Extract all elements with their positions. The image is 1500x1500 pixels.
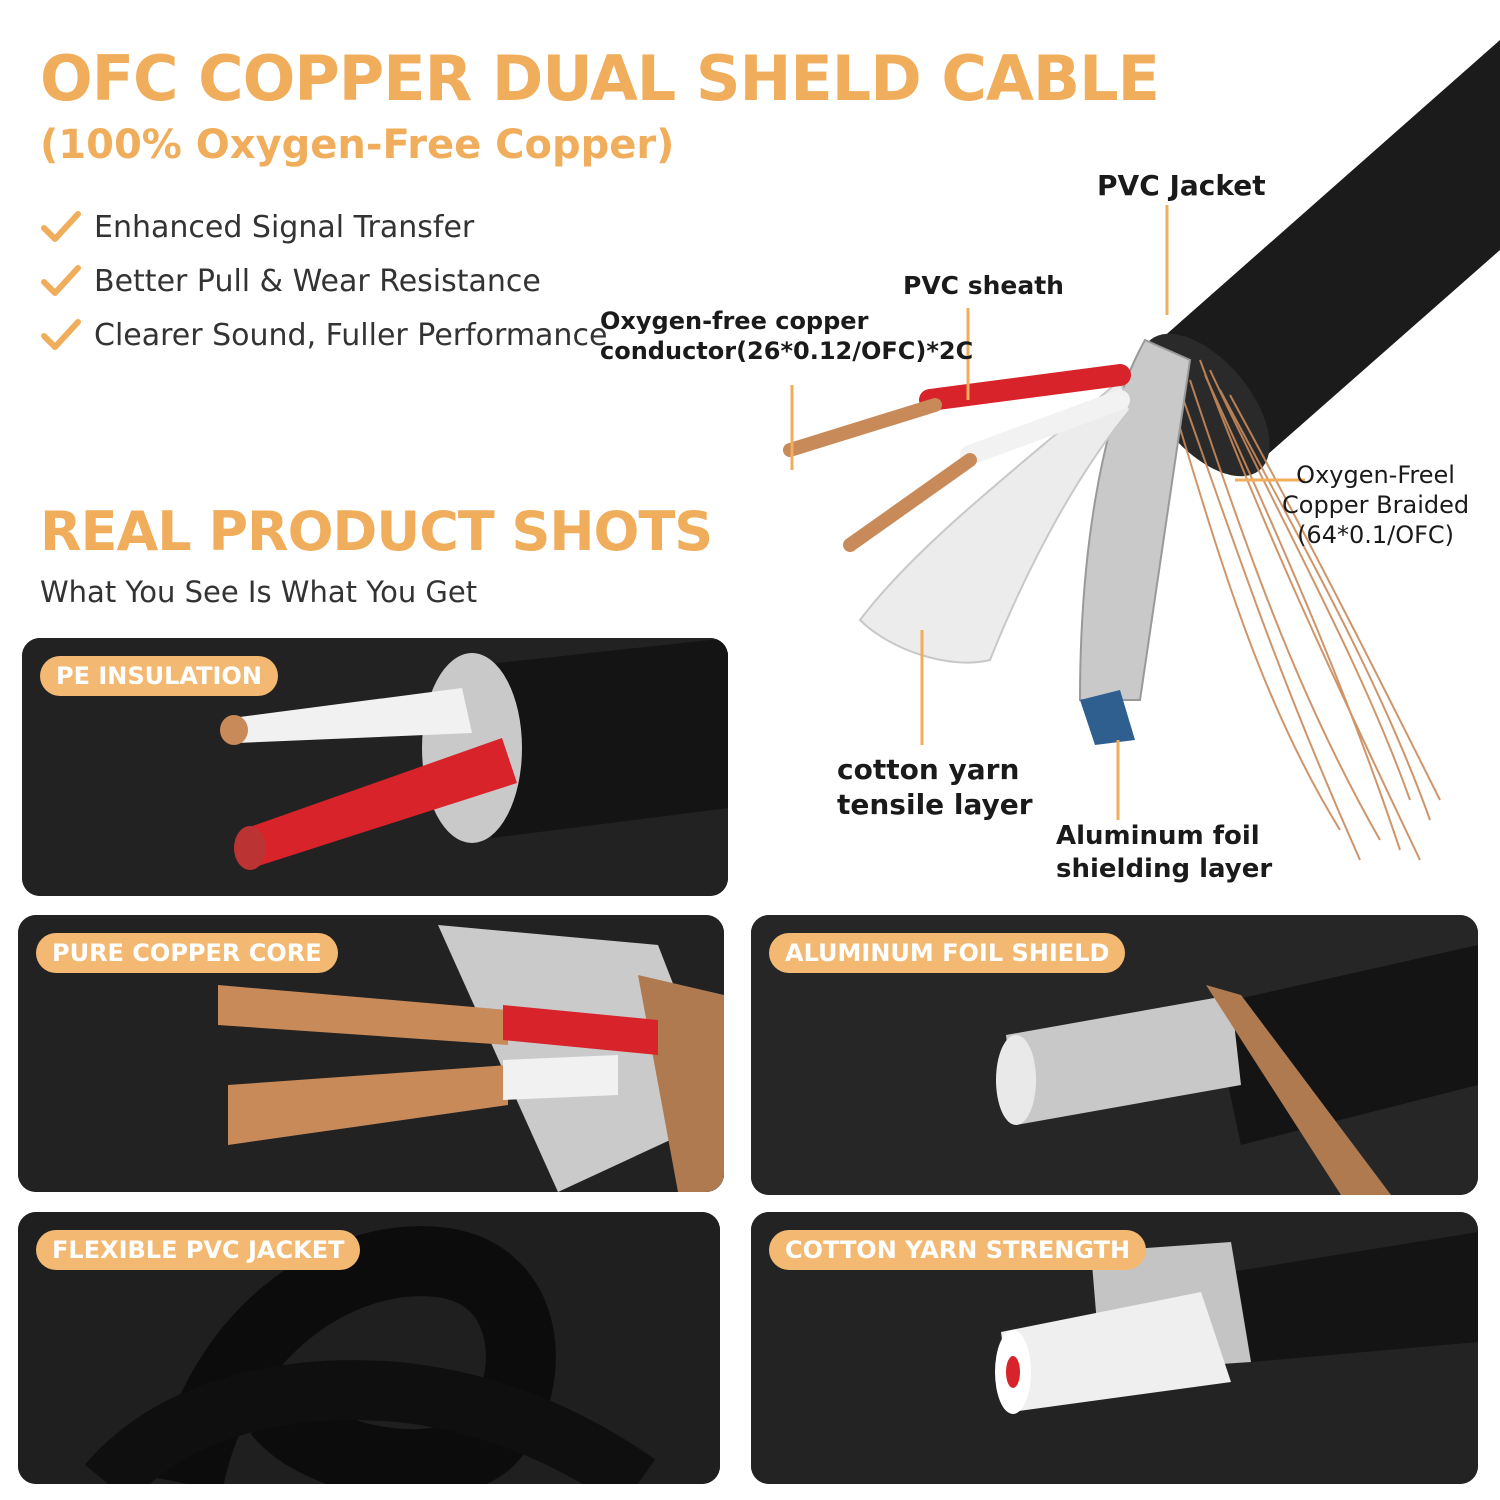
section-subtitle: What You See Is What You Get xyxy=(40,575,478,609)
foil-label: Aluminum foil shielding layer xyxy=(1056,820,1272,885)
checkmark-icon xyxy=(40,206,82,248)
checkmark-icon xyxy=(40,314,82,356)
photo-flexible-pvc-jacket: FLEXIBLE PVC JACKET xyxy=(18,1212,720,1484)
foil-shield-illustration xyxy=(751,915,1478,1195)
cotton-label-line: cotton yarn xyxy=(837,753,1020,786)
feature-list: Enhanced Signal Transfer Better Pull & W… xyxy=(40,200,607,362)
page-subtitle: (100% Oxygen-Free Copper) xyxy=(40,122,675,168)
feature-item: Enhanced Signal Transfer xyxy=(40,200,607,254)
checkmark-icon xyxy=(40,260,82,302)
tag-flexible-pvc-jacket: FLEXIBLE PVC JACKET xyxy=(36,1230,361,1270)
foil-label-line: Aluminum foil xyxy=(1056,821,1260,851)
copper-core-illustration xyxy=(18,915,724,1192)
feature-text: Enhanced Signal Transfer xyxy=(94,209,475,245)
braid-label-line: Copper Braided xyxy=(1282,491,1470,519)
feature-text: Better Pull & Wear Resistance xyxy=(94,263,541,299)
photo-cotton-yarn-strength: COTTON YARN STRENGTH xyxy=(751,1212,1478,1484)
tag-pe-insulation: PE INSULATION xyxy=(40,656,278,696)
photo-aluminum-foil-shield: ALUMINUM FOIL SHIELD xyxy=(751,915,1478,1195)
conductor-label-line: Oxygen-free copper xyxy=(600,307,869,335)
cable-diagram: PVC Jacket PVC sheath Oxygen-free copper… xyxy=(560,0,1500,900)
page-title: OFC COPPER DUAL SHELD CABLE xyxy=(40,42,1160,115)
pvc-sheath-label: PVC sheath xyxy=(903,271,1064,300)
conductor-label: Oxygen-free copper conductor(26*0.12/OFC… xyxy=(600,306,973,366)
cotton-label: cotton yarn tensile layer xyxy=(837,752,1033,822)
photo-pure-copper-core: PURE COPPER CORE xyxy=(18,915,724,1192)
foil-label-line: shielding layer xyxy=(1056,853,1273,884)
cable-illustration xyxy=(783,40,1500,861)
pvc-jacket-label: PVC Jacket xyxy=(1097,169,1266,202)
braid-label-line: (64*0.1/OFC) xyxy=(1297,521,1455,549)
tag-cotton-yarn-strength: COTTON YARN STRENGTH xyxy=(769,1230,1147,1270)
conductor-label-line: conductor(26*0.12/OFC)*2C xyxy=(600,337,974,365)
braid-label-line: Oxygen-Freel xyxy=(1296,461,1455,489)
feature-item: Clearer Sound, Fuller Performance xyxy=(40,308,607,362)
tag-aluminum-foil-shield: ALUMINUM FOIL SHIELD xyxy=(769,933,1126,973)
section-title: REAL PRODUCT SHOTS xyxy=(40,500,713,563)
braid-label: Oxygen-Freel Copper Braided (64*0.1/OFC) xyxy=(1282,460,1469,550)
tag-pure-copper-core: PURE COPPER CORE xyxy=(36,933,338,973)
cotton-label-line: tensile layer xyxy=(837,788,1033,821)
photo-pe-insulation: PE INSULATION xyxy=(22,638,728,896)
feature-text: Clearer Sound, Fuller Performance xyxy=(94,317,608,353)
pe-insulation-illustration xyxy=(22,638,728,896)
feature-item: Better Pull & Wear Resistance xyxy=(40,254,607,308)
